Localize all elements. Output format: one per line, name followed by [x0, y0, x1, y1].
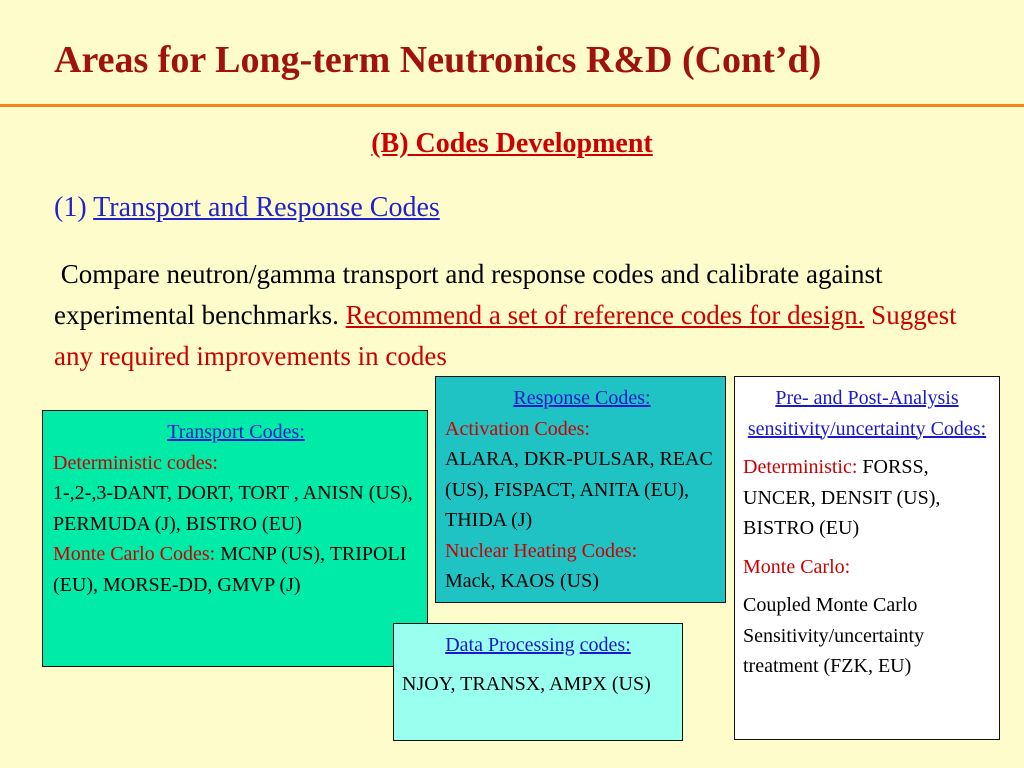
transport-det-text: 1-,2-,3-DANT, DORT, TORT , ANISN (US), P…: [53, 482, 413, 535]
response-nh-label: Nuclear Heating Codes:: [445, 539, 638, 562]
slide-title: Areas for Long-term Neutronics R&D (Cont…: [54, 39, 822, 81]
transport-mc-label: Monte Carlo Codes:: [53, 543, 216, 565]
subsection-number: (1): [54, 192, 94, 223]
section-heading: (B) Codes Development: [0, 128, 1024, 160]
transport-heading: Transport Codes:: [167, 421, 305, 443]
data-text: NJOY, TRANSX, AMPX (US): [402, 672, 651, 695]
analysis-det-text: FORSS, UNCER, DENSIT (US), BISTRO (EU): [743, 456, 941, 539]
transport-mc-text: MCNP (US), TRIPOLI (EU), MORSE-DD, GMVP …: [53, 543, 407, 596]
section-heading-text: (B) Codes Development: [371, 128, 653, 159]
transport-codes-box: Transport Codes: Deterministic codes: 1-…: [42, 410, 428, 667]
analysis-det-label: Deterministic:: [743, 456, 858, 478]
analysis-codes-box: Pre- and Post-Analysis sensitivity/uncer…: [734, 376, 1000, 740]
title-divider: [0, 104, 1024, 107]
data-heading: Data Processing codes:: [402, 630, 674, 661]
subsection-heading: (1) Transport and Response Codes: [54, 192, 440, 224]
response-codes-box: Response Codes: Activation Codes: ALARA,…: [435, 376, 726, 603]
transport-mc-line: Monte Carlo Codes: MCNP (US), TRIPOLI (E…: [53, 539, 419, 600]
analysis-det-line: Deterministic: FORSS, UNCER, DENSIT (US)…: [743, 452, 991, 544]
analysis-heading: Pre- and Post-Analysis sensitivity/uncer…: [747, 387, 987, 440]
response-nh-text: Mack, KAOS (US): [445, 570, 599, 592]
subsection-title: Transport and Response Codes: [93, 192, 440, 223]
data-heading-a: Data Processing: [445, 634, 575, 656]
data-processing-box: Data Processing codes: NJOY, TRANSX, AMP…: [393, 623, 683, 741]
para-intro: Compare neutron/gamma transport and resp…: [54, 259, 883, 330]
body-paragraph: Compare neutron/gamma transport and resp…: [54, 254, 974, 377]
data-heading-b: codes:: [579, 634, 631, 656]
response-act-label: Activation Codes:: [445, 417, 590, 440]
transport-det-label: Deterministic codes:: [53, 451, 218, 474]
response-act-text: ALARA, DKR-PULSAR, REAC (US), FISPACT, A…: [445, 448, 713, 531]
para-suggest: Suggest any required improvements in cod…: [54, 300, 957, 371]
para-recommend: Recommend a set of reference codes for d…: [345, 300, 865, 330]
analysis-mc-label: Monte Carlo:: [743, 555, 851, 578]
analysis-mc-text: Coupled Monte Carlo Sensitivity/uncertai…: [743, 594, 925, 677]
response-heading: Response Codes:: [513, 387, 651, 409]
